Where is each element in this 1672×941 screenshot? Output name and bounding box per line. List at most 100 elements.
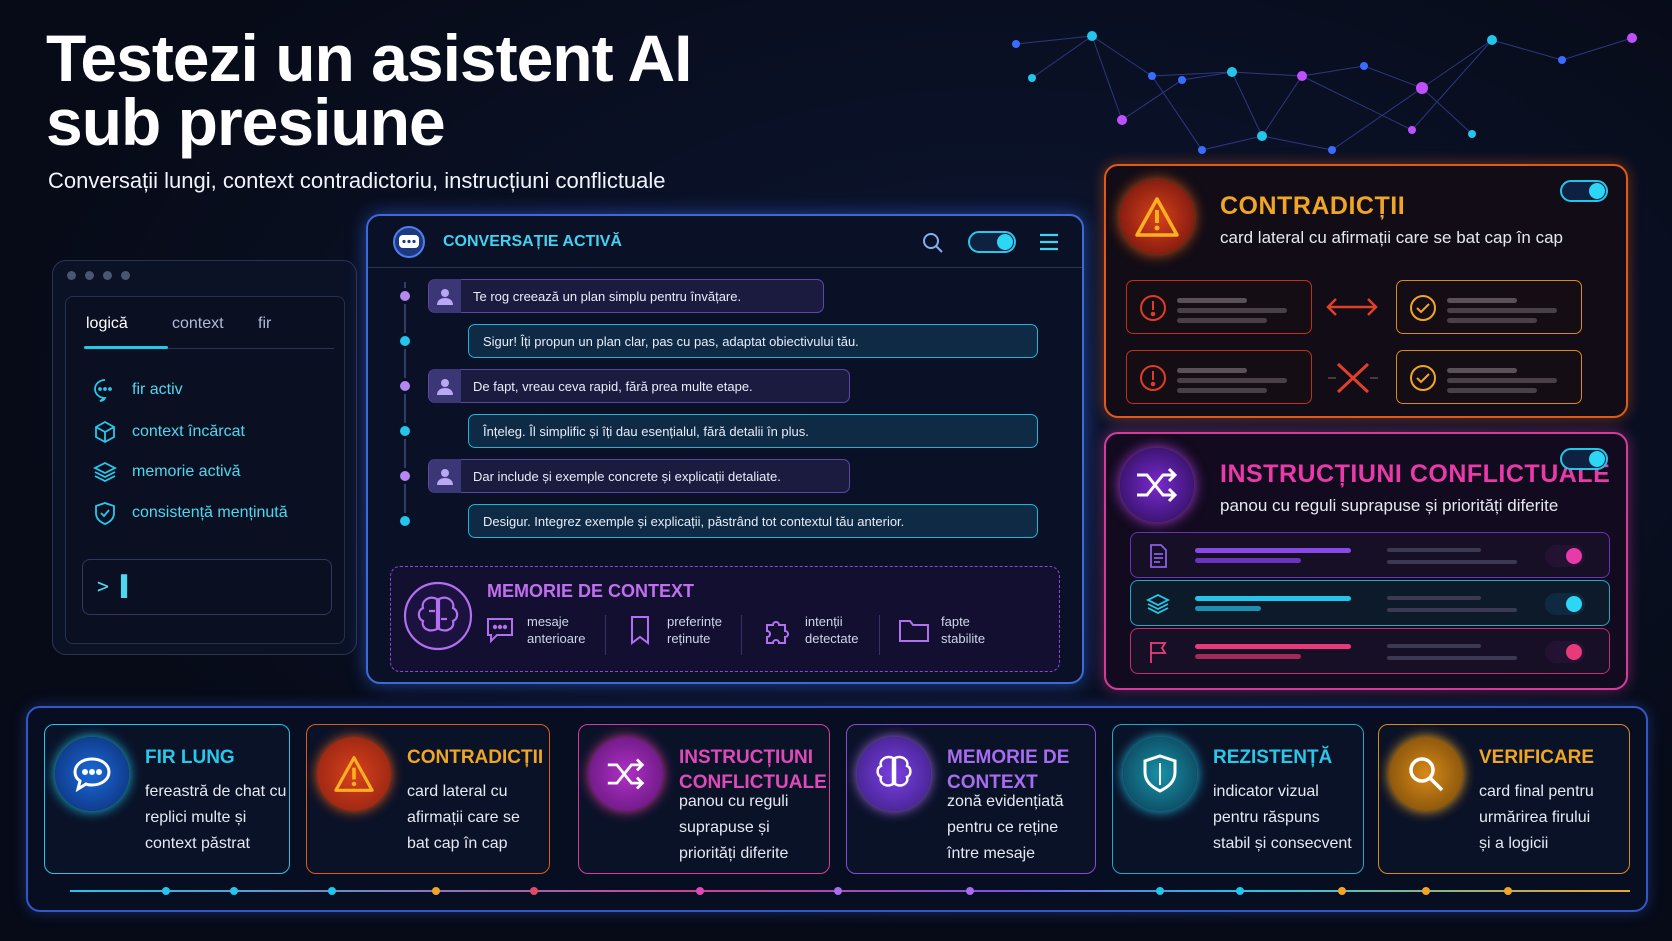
card-title: VERIFICARE	[1479, 747, 1595, 768]
list-item-fir-activ[interactable]: fir activ	[92, 377, 183, 403]
timeline-dot	[162, 887, 170, 895]
statement-card-negative	[1126, 350, 1312, 404]
divider	[741, 615, 742, 655]
message-text: De fapt, vreau ceva rapid, fără prea mul…	[473, 378, 753, 394]
tab-divider	[84, 348, 334, 349]
memory-item-label: stabilite	[941, 631, 986, 646]
network-decoration	[1012, 31, 1637, 154]
shuffle-icon	[1120, 448, 1194, 522]
timeline-dot	[328, 887, 336, 895]
list-item-consistenta[interactable]: consistență menținută	[92, 500, 288, 526]
contradictions-card: CONTRADICȚII card lateral cu afirmații c…	[1104, 164, 1628, 418]
timeline-dot	[397, 423, 413, 439]
message-icon	[487, 618, 513, 644]
statement-card-positive	[1396, 350, 1582, 404]
check-circle-icon	[1410, 295, 1436, 321]
timeline-dot	[834, 887, 842, 895]
message-text: Dar include și exemple concrete și expli…	[473, 468, 781, 484]
search-icon[interactable]	[922, 232, 944, 254]
tab-fir[interactable]: fir	[258, 315, 272, 332]
alert-circle-icon	[1140, 295, 1166, 321]
message-text: Te rog creează un plan simplu pentru înv…	[473, 288, 742, 304]
message-text: Înțeleg. Îl simplific și îți dau esenția…	[483, 423, 809, 439]
statement-card-positive	[1396, 280, 1582, 334]
menu-icon[interactable]	[1038, 232, 1060, 252]
list-item-label: memorie activă	[132, 463, 241, 480]
instructions-subtitle: panou cu reguli suprapuse și priorități …	[1220, 496, 1559, 515]
message-text: Desigur. Integrez exemple și explicații,…	[483, 513, 905, 529]
user-message: Te rog creează un plan simplu pentru înv…	[428, 279, 824, 313]
tab-active-indicator	[84, 346, 168, 349]
memory-item-facts: fapte stabilite	[897, 613, 985, 647]
rule-toggle[interactable]	[1545, 545, 1585, 567]
memory-item-label: reținute	[667, 631, 711, 646]
check-circle-icon	[1410, 365, 1436, 391]
memory-item-label: detectate	[805, 631, 859, 646]
timeline-dot	[530, 887, 538, 895]
memory-item-intentions: intenții detectate	[761, 613, 859, 647]
list-item-label: consistență menținută	[132, 504, 288, 521]
list-item-label: fir activ	[132, 381, 183, 398]
rule-toggle[interactable]	[1545, 641, 1585, 663]
timeline-line	[70, 890, 1630, 892]
tab-context[interactable]: context	[172, 315, 224, 332]
shield-icon	[1123, 737, 1197, 811]
timeline-dot	[1338, 887, 1346, 895]
user-message: De fapt, vreau ceva rapid, fără prea mul…	[428, 369, 850, 403]
chat-bubble-icon	[55, 737, 129, 811]
assistant-message: Sigur! Îți propun un plan clar, pas cu p…	[468, 324, 1038, 358]
shield-icon	[95, 502, 115, 525]
memory-item-label: intenții	[805, 614, 843, 629]
document-icon	[1150, 544, 1167, 568]
message-timeline	[404, 282, 406, 522]
timeline-dot	[432, 887, 440, 895]
memory-item-label: anterioare	[527, 631, 586, 646]
list-item-context-incarcat[interactable]: context încărcat	[92, 419, 245, 445]
list-item-memorie-activa[interactable]: memorie activă	[92, 459, 240, 485]
assistant-message: Desigur. Integrez exemple și explicații,…	[468, 504, 1038, 538]
page-subtitle: Conversații lungi, context contradictori…	[48, 168, 666, 193]
instructions-toggle[interactable]	[1560, 448, 1608, 470]
alert-circle-icon	[1140, 365, 1166, 391]
timeline-dot	[397, 468, 413, 484]
contradictions-toggle[interactable]	[1560, 180, 1608, 202]
card-title: CONTRADICȚII	[407, 747, 544, 768]
timeline-dot	[397, 288, 413, 304]
memory-item-label: fapte	[941, 614, 970, 629]
memory-title: MEMORIE DE CONTEXT	[487, 581, 695, 601]
assistant-message: Înțeleg. Îl simplific și îți dau esenția…	[468, 414, 1038, 448]
rule-toggle[interactable]	[1545, 593, 1585, 615]
rule-row	[1130, 580, 1610, 626]
chat-icon	[94, 379, 112, 402]
timeline-dot	[696, 887, 704, 895]
cross-icon	[1328, 362, 1378, 394]
layers-icon	[1145, 593, 1171, 615]
contradictions-title: CONTRADICȚII	[1220, 192, 1406, 220]
active-conversation-panel: CONVERSAȚIE ACTIVĂ Te rog creează un pla…	[366, 214, 1084, 684]
user-avatar-icon	[429, 369, 461, 403]
chat-header: CONVERSAȚIE ACTIVĂ	[368, 216, 1082, 268]
card-title: REZISTENȚĂ	[1213, 747, 1333, 768]
tab-logica[interactable]: logică	[86, 315, 128, 332]
cube-icon	[95, 420, 115, 444]
layers-icon	[92, 461, 118, 483]
thread-panel: logică context fir fir activ context înc…	[52, 260, 357, 655]
terminal-input[interactable]: > ▌	[82, 559, 332, 615]
card-title: FIR LUNG	[145, 747, 235, 768]
rule-row	[1130, 532, 1610, 578]
timeline-dot	[1156, 887, 1164, 895]
user-avatar-icon	[429, 279, 461, 313]
chat-toggle[interactable]	[968, 231, 1016, 253]
conflicting-instructions-card: INSTRUCȚIUNI CONFLICTUALE panou cu regul…	[1104, 432, 1628, 690]
